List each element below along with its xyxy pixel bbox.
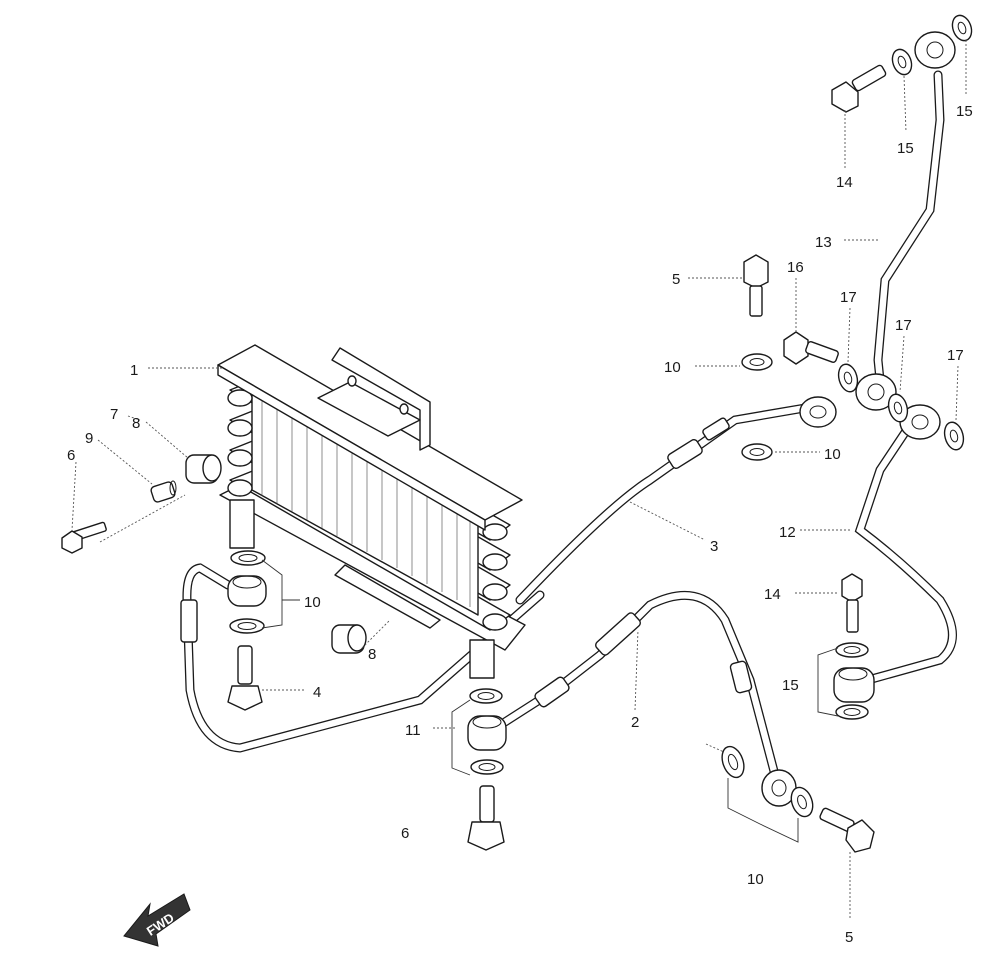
banjo-fitting-left [227, 550, 267, 634]
callout-13: 13 [815, 234, 832, 251]
callout-3: 3 [710, 538, 718, 555]
callout-2: 2 [631, 714, 639, 731]
callout-12: 12 [779, 524, 796, 541]
callout-6-bottom: 6 [401, 825, 409, 842]
callout-14-lower: 14 [764, 586, 781, 603]
bolt-16 [783, 331, 839, 365]
callout-10-upper: 10 [664, 359, 681, 376]
washer-17-a [837, 363, 859, 393]
grommet-8-lower [331, 624, 367, 654]
washer-10-lower-b [790, 786, 814, 818]
banjo-fitting-11 [467, 688, 507, 775]
callout-14-upper: 14 [836, 174, 853, 191]
callouts: 1 7 8 9 6 10 8 4 11 6 2 3 5 10 10 10 5 1… [67, 103, 973, 946]
hose-left-loop [180, 563, 545, 753]
callout-1: 1 [130, 362, 138, 379]
cooler-fins [261, 398, 471, 607]
hose-2 [500, 590, 797, 807]
washer-17-b [887, 393, 909, 423]
callout-15-a: 15 [897, 140, 914, 157]
callout-6-left: 6 [67, 447, 75, 464]
callout-17-a: 17 [840, 289, 857, 306]
hose-12 [854, 404, 957, 685]
callout-10-left: 10 [304, 594, 321, 611]
oil-cooler [217, 344, 526, 679]
callout-11: 11 [405, 722, 421, 739]
callout-8-upper: 8 [132, 415, 140, 432]
bolt-4 [227, 645, 263, 711]
callout-15-b: 15 [956, 103, 973, 120]
callout-17-b: 17 [895, 317, 912, 334]
grommet-8-upper [185, 454, 222, 484]
hose-3 [515, 396, 837, 605]
washer-10-upper [741, 353, 773, 371]
callout-10-mid: 10 [824, 446, 841, 463]
callout-4: 4 [313, 684, 321, 701]
callout-17-c: 17 [947, 347, 964, 364]
washer-15-a [891, 48, 913, 76]
hose-13 [855, 31, 956, 411]
bolt-5-lower [819, 807, 875, 853]
callout-9: 9 [85, 430, 93, 447]
bolt-5-upper [743, 254, 769, 317]
callout-5-lower: 5 [845, 929, 853, 946]
collar-9 [150, 480, 177, 503]
callout-8-lower: 8 [368, 646, 376, 663]
washer-10-mid [741, 443, 773, 461]
callout-16: 16 [787, 259, 804, 276]
bolt-14-upper [831, 64, 887, 113]
callout-10-bottom: 10 [747, 871, 764, 888]
bolt-14-lower [841, 573, 863, 633]
fwd-arrow-icon: FWD [123, 893, 191, 947]
washer-15-b [951, 14, 973, 42]
leader-lines [71, 40, 967, 920]
bracket-lines [261, 559, 839, 843]
washer-10-lower-a [721, 745, 745, 779]
callout-15-mid: 15 [782, 677, 799, 694]
banjo-fitting-15 [833, 642, 875, 720]
bolt-6-left [61, 521, 107, 554]
washer-17-c [943, 421, 965, 451]
callout-5-upper: 5 [672, 271, 680, 288]
callout-7: 7 [110, 406, 118, 423]
bolt-6-bottom [467, 785, 505, 851]
